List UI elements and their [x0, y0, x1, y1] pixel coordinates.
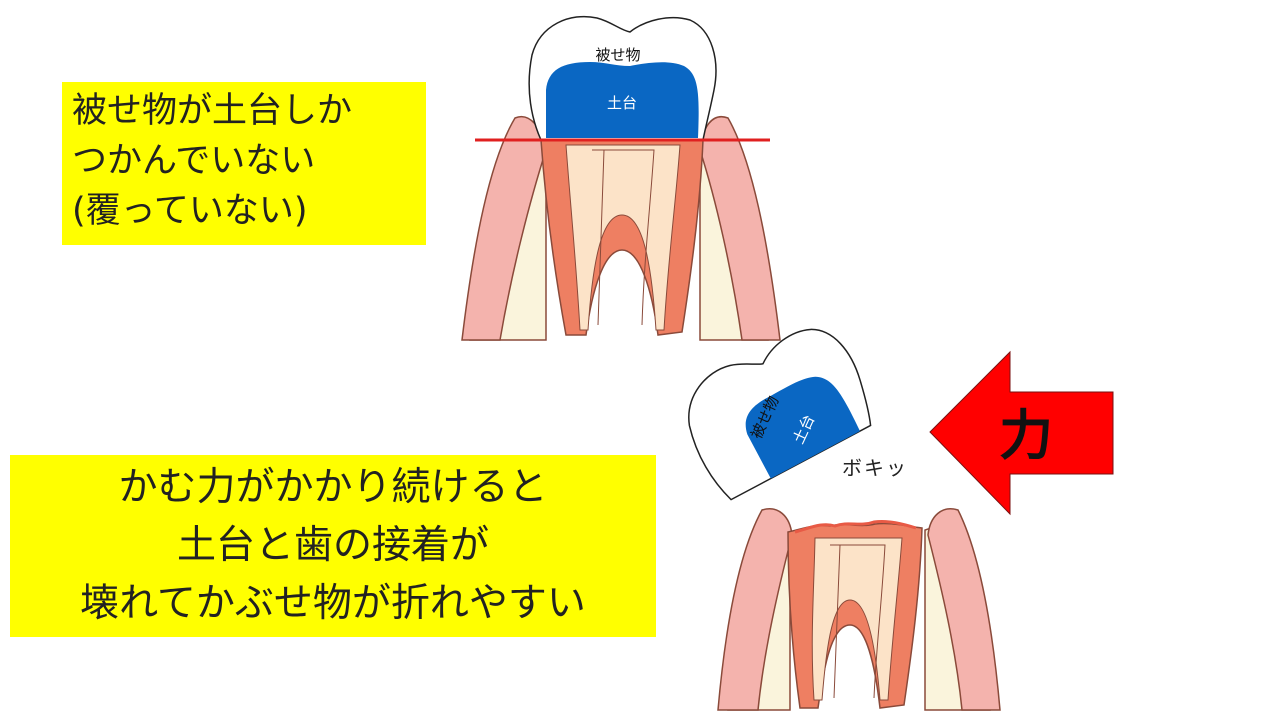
force-label: 力 — [999, 404, 1053, 467]
bottom-pulp — [811, 537, 903, 701]
bottom-canal — [830, 544, 886, 699]
bottom-gum-left — [717, 508, 793, 711]
bottom-core — [745, 376, 860, 479]
top-pulp — [565, 144, 681, 331]
top-canal — [592, 149, 655, 326]
force-arrow: 力 — [929, 350, 1114, 516]
bottom-fracture-surface — [794, 520, 917, 534]
top-core — [546, 62, 699, 138]
top-explanation-line-2: つかんでいない — [72, 141, 316, 181]
bottom-tooth-illustration: 被せ物 土台 ボキッ — [688, 328, 1001, 711]
bottom-broken-crown — [688, 328, 872, 501]
top-explanation-line-1: 被せ物が土台しか — [72, 91, 353, 131]
top-tooth-illustration: 被せ物 土台 — [461, 15, 781, 341]
bottom-gum-right — [927, 508, 1001, 711]
bottom-explanation-line-2: 土台と歯の接着が — [176, 523, 489, 568]
top-gum-left — [461, 116, 547, 341]
sound-effect-label: ボキッ — [842, 456, 908, 480]
top-core-label: 土台 — [607, 94, 637, 112]
bottom-explanation-line-3: 壊れてかぶせ物が折れやすい — [80, 581, 586, 626]
bottom-explanation-box: かむ力がかかり続けると 土台と歯の接着が 壊れてかぶせ物が折れやすい — [10, 455, 656, 637]
top-crown-label: 被せ物 — [595, 46, 640, 64]
top-gum-right — [699, 116, 781, 341]
top-explanation-line-3: (覆っていない) — [72, 191, 308, 231]
top-explanation-box: 被せ物が土台しか つかんでいない (覆っていない) — [62, 82, 426, 245]
bottom-explanation-line-1: かむ力がかかり続けると — [118, 465, 548, 510]
force-arrow-shape — [929, 350, 1114, 516]
